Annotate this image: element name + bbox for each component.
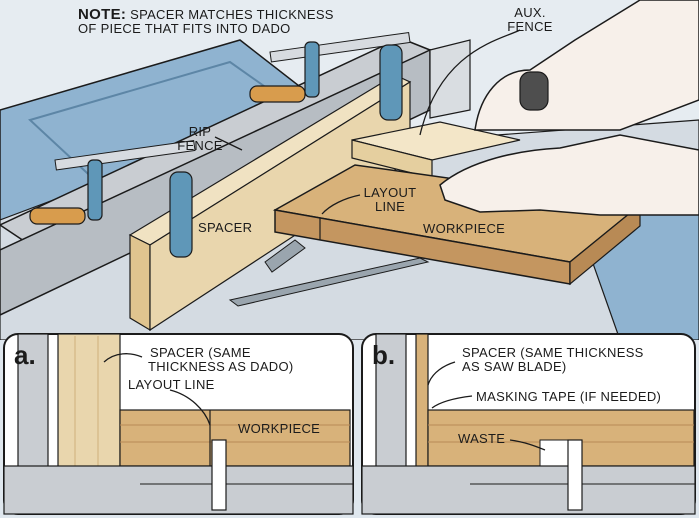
- layout-line-label-2: LINE: [374, 199, 406, 214]
- saw-blade: [264, 239, 306, 273]
- note-line-1: NOTE: SPACER MATCHES THICKNESS: [78, 6, 334, 23]
- aux-fence-leader: [419, 29, 521, 136]
- note-text-1: SPACER MATCHES THICKNESS: [130, 7, 334, 22]
- layout-line-label-1: LAYOUT: [363, 185, 417, 200]
- inset-b-spacer-label-1: SPACER (SAME THICKNESS: [462, 345, 644, 360]
- push-knob: [519, 71, 549, 111]
- clamp-rear: [249, 31, 411, 121]
- layout-line-leader: [321, 194, 361, 215]
- note-line-2: OF PIECE THAT FITS INTO DADO: [78, 21, 291, 36]
- spacer-label: SPACER: [198, 220, 253, 235]
- workpiece-label: WORKPIECE: [423, 221, 506, 236]
- inset-a-workpiece-label: WORKPIECE: [238, 421, 321, 436]
- inset-a-spacer-label-2: THICKNESS AS DADO): [148, 359, 294, 374]
- aux-fence-label-2: FENCE: [507, 19, 553, 34]
- note-strong: NOTE:: [78, 6, 127, 23]
- spacer-end: [129, 234, 151, 332]
- inset-b-figure: [361, 333, 696, 515]
- clamp-front: [29, 139, 196, 258]
- inset-a-figure: [3, 333, 354, 515]
- inset-b-spacer-label-2: AS SAW BLADE): [462, 359, 567, 374]
- inset-b-masking-tape-label: MASKING TAPE (IF NEEDED): [476, 389, 662, 404]
- lower-hand: [439, 134, 699, 216]
- workpiece-end: [569, 203, 641, 286]
- inset-a-layout-line-label: LAYOUT LINE: [128, 377, 215, 392]
- inset-b-waste-label: WASTE: [458, 431, 506, 446]
- rip-fence-leader: [214, 136, 243, 151]
- aux-fence-label-1: AUX.: [514, 5, 546, 20]
- inset-a-spacer-label-1: SPACER (SAME: [150, 345, 251, 360]
- rip-fence-label-2: FENCE: [177, 138, 223, 153]
- inset-a-letter: a.: [14, 340, 36, 370]
- aux-fence: [429, 39, 471, 119]
- inset-b-letter: b.: [372, 340, 396, 370]
- rip-fence-label-1: RIP: [188, 124, 212, 139]
- miter-slot: [228, 257, 430, 307]
